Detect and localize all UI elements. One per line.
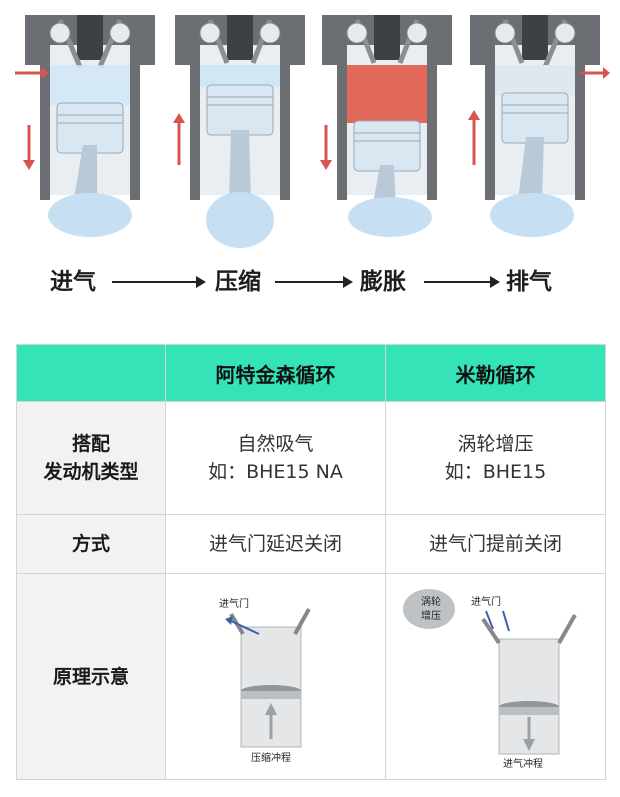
step-arrow — [424, 276, 500, 288]
turbo-label-line1: 涡轮 — [421, 595, 441, 608]
step-arrow — [112, 276, 206, 288]
engine-strokes-illustration: 进气 压缩 膨胀 排气 — [0, 0, 620, 330]
miller-engine-type-cell: 涡轮增压 如：BHE15 — [385, 401, 606, 515]
stroke-step-row: 进气 压缩 膨胀 排气 — [0, 262, 620, 302]
table-row-method: 方式 进气门延迟关闭 进气门提前关闭 — [16, 514, 606, 574]
row-label-method: 方式 — [16, 514, 166, 574]
miller-valve-label: 进气门 — [471, 595, 501, 608]
atkinson-principle-diagram: 进气门 压缩冲程 — [219, 597, 311, 764]
atkinson-method-cell: 进气门延迟关闭 — [165, 514, 386, 574]
step-power-label: 膨胀 — [360, 269, 406, 295]
table-header-row: 阿特金森循环 米勒循环 — [16, 344, 606, 402]
header-corner-cell — [16, 344, 166, 402]
intake-stroke-engine — [15, 5, 165, 255]
header-miller: 米勒循环 — [385, 344, 606, 402]
exhaust-stroke-engine — [460, 5, 610, 255]
atkinson-engine-type-cell: 自然吸气 如：BHE15 NA — [165, 401, 386, 515]
miller-method-cell: 进气门提前关闭 — [385, 514, 606, 574]
cycle-comparison-table: 阿特金森循环 米勒循环 搭配 发动机类型 自然吸气 如：BHE15 NA 涡轮增… — [16, 344, 606, 780]
atkinson-valve-label: 进气门 — [219, 597, 249, 610]
table-row-principle: 原理示意 进气门 压缩冲程 涡轮 增压 进气门 — [16, 573, 606, 780]
atkinson-stroke-label: 压缩冲程 — [251, 751, 291, 764]
row-label-principle: 原理示意 — [16, 573, 166, 780]
step-intake-label: 进气 — [50, 269, 96, 295]
step-exhaust-label: 排气 — [506, 269, 552, 295]
table-row-engine-type: 搭配 发动机类型 自然吸气 如：BHE15 NA 涡轮增压 如：BHE15 — [16, 401, 606, 515]
row-label-engine-type: 搭配 发动机类型 — [16, 401, 166, 515]
turbo-bubble — [402, 589, 455, 629]
miller-principle-diagram: 涡轮 增压 进气门 进气冲程 — [402, 589, 577, 770]
miller-principle-diagram-cell: 涡轮 增压 进气门 进气冲程 — [385, 573, 606, 780]
step-compression-label: 压缩 — [215, 269, 261, 295]
miller-stroke-label: 进气冲程 — [503, 757, 543, 770]
step-arrow — [275, 276, 353, 288]
power-stroke-engine — [312, 5, 462, 255]
header-atkinson: 阿特金森循环 — [165, 344, 386, 402]
atkinson-principle-diagram-cell: 进气门 压缩冲程 — [165, 573, 386, 780]
turbo-label-line2: 增压 — [421, 609, 441, 622]
compression-stroke-engine — [165, 5, 315, 255]
